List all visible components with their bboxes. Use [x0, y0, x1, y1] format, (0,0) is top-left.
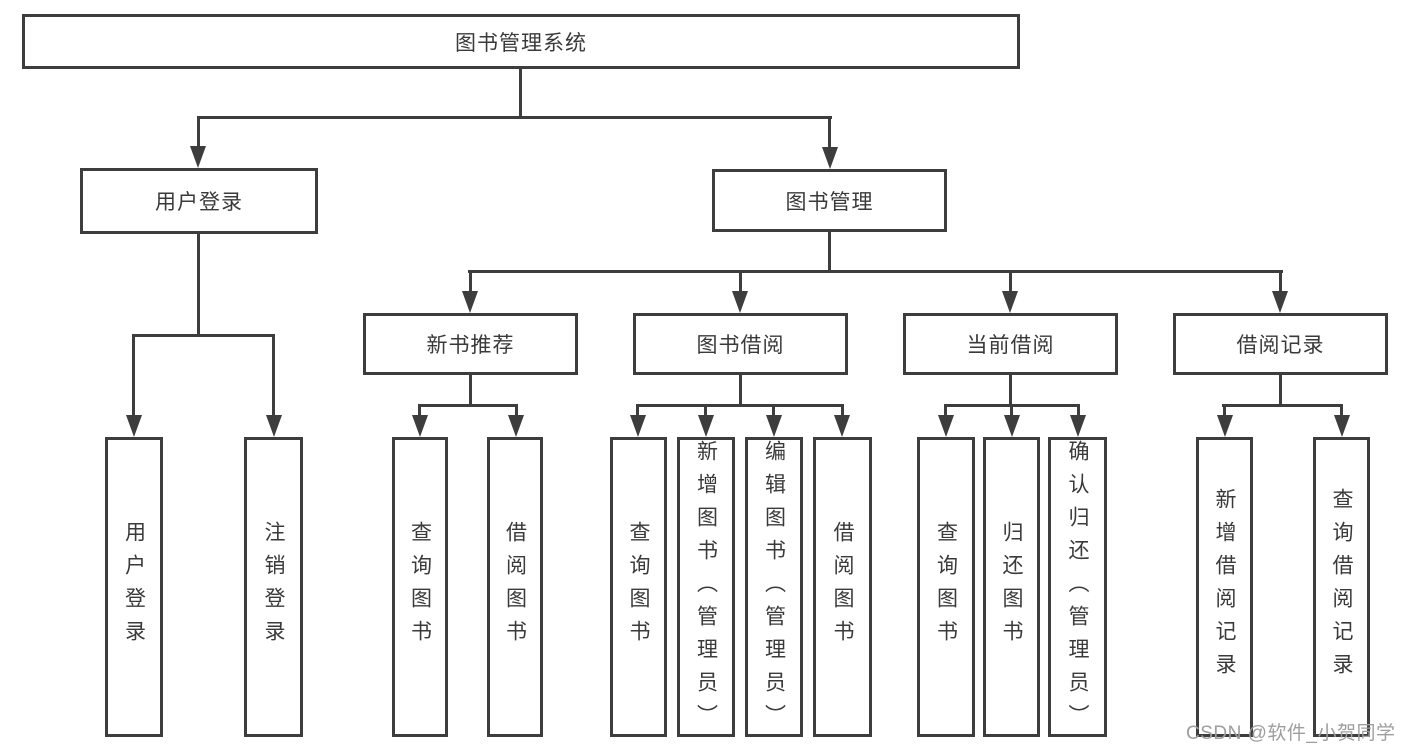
arrow-down-icon	[938, 415, 954, 437]
connector-line	[841, 404, 844, 417]
connector-line	[704, 404, 707, 417]
connector-line	[469, 270, 472, 292]
connector-line	[515, 404, 518, 417]
leaf-edit-book-admin-label: 编辑图书（管理员）	[762, 440, 786, 737]
leaf-borrow-books-recommend: 借阅图书	[487, 437, 543, 737]
arrow-down-icon	[126, 415, 142, 437]
connector-line	[1010, 404, 1013, 417]
connector-line	[636, 404, 639, 417]
connector-line	[1223, 404, 1226, 417]
connector-line	[1279, 270, 1282, 292]
leaf-add-borrow-record-label: 新增借阅记录	[1213, 488, 1236, 686]
arrow-down-icon	[1217, 415, 1233, 437]
connector-line	[132, 334, 275, 337]
connector-line	[944, 404, 947, 417]
connector-line	[469, 374, 472, 406]
connector-line	[1222, 404, 1342, 407]
arrow-down-icon	[266, 415, 282, 437]
leaf-return-books: 归还图书	[983, 437, 1040, 737]
node-book-borrow: 图书借阅	[633, 313, 848, 375]
leaf-query-books-current: 查询图书	[917, 437, 975, 737]
leaf-add-borrow-record: 新增借阅记录	[1196, 437, 1253, 737]
arrow-down-icon	[1070, 415, 1086, 437]
connector-line	[828, 116, 831, 149]
connector-line	[1279, 374, 1282, 406]
node-current-borrow-label: 当前借阅	[966, 334, 1055, 357]
arrow-down-icon	[1002, 291, 1018, 313]
leaf-user-login-label: 用户登录	[122, 521, 146, 653]
node-current-borrow: 当前借阅	[903, 313, 1118, 375]
arrow-down-icon	[1334, 415, 1350, 437]
connector-line	[272, 334, 275, 416]
connector-line	[828, 231, 831, 272]
node-root-label: 图书管理系统	[455, 31, 587, 55]
connector-line	[1009, 270, 1012, 292]
arrow-down-icon	[190, 146, 206, 168]
leaf-query-books-recommend-label: 查询图书	[408, 521, 432, 653]
connector-line	[772, 404, 775, 417]
leaf-add-book-admin-label: 新增图书（管理员）	[694, 440, 718, 737]
leaf-query-books-current-label: 查询图书	[934, 521, 958, 653]
leaf-query-books-borrow-label: 查询图书	[627, 521, 650, 653]
connector-line	[197, 233, 200, 336]
connector-line	[739, 374, 742, 406]
arrow-down-icon	[766, 415, 782, 437]
leaf-return-books-label: 归还图书	[1000, 521, 1023, 653]
leaf-query-books-borrow: 查询图书	[610, 437, 667, 737]
connector-line	[197, 116, 832, 119]
connector-line	[1009, 374, 1012, 406]
connector-line	[1340, 404, 1343, 417]
connector-line	[636, 404, 844, 407]
node-root-library-system: 图书管理系统	[22, 14, 1020, 69]
arrow-down-icon	[698, 415, 714, 437]
connector-line	[739, 270, 742, 292]
arrow-down-icon	[412, 415, 428, 437]
leaf-confirm-return-admin-label: 确认归还（管理员）	[1066, 440, 1089, 737]
leaf-add-book-admin: 新增图书（管理员）	[677, 437, 735, 737]
arrow-down-icon	[834, 415, 850, 437]
arrow-down-icon	[1004, 415, 1020, 437]
node-new-book-recommend-label: 新书推荐	[426, 334, 515, 357]
leaf-confirm-return-admin: 确认归还（管理员）	[1048, 437, 1107, 737]
node-new-book-recommend: 新书推荐	[363, 313, 578, 375]
csdn-watermark: CSDN @软件_小贺同学	[1186, 723, 1396, 744]
connector-line	[1077, 404, 1080, 417]
arrow-down-icon	[1272, 291, 1288, 313]
leaf-query-borrow-record: 查询借阅记录	[1313, 437, 1370, 737]
leaf-edit-book-admin: 编辑图书（管理员）	[745, 437, 803, 737]
connector-line	[197, 116, 200, 148]
connector-line	[519, 68, 522, 118]
leaf-borrow-books-recommend-label: 借阅图书	[503, 521, 527, 653]
arrow-down-icon	[630, 415, 646, 437]
leaf-user-login: 用户登录	[105, 437, 163, 737]
leaf-borrow-books: 借阅图书	[813, 437, 872, 737]
connector-line	[132, 334, 135, 416]
connector-line	[418, 404, 421, 417]
connector-line	[418, 404, 518, 407]
leaf-query-borrow-record-label: 查询借阅记录	[1330, 488, 1353, 686]
arrow-down-icon	[732, 291, 748, 313]
node-borrow-records: 借阅记录	[1173, 313, 1388, 375]
leaf-query-books-recommend: 查询图书	[392, 437, 448, 737]
node-user-login: 用户登录	[80, 168, 318, 234]
arrow-down-icon	[508, 415, 524, 437]
leaf-logout-label: 注销登录	[262, 521, 285, 653]
connector-line	[468, 270, 1283, 273]
leaf-borrow-books-label: 借阅图书	[831, 521, 854, 653]
node-book-management-label: 图书管理	[785, 190, 874, 214]
node-user-login-label: 用户登录	[155, 191, 243, 214]
node-book-borrow-label: 图书借阅	[696, 334, 785, 357]
node-book-management: 图书管理	[712, 169, 947, 232]
leaf-logout: 注销登录	[244, 437, 303, 737]
arrow-down-icon	[462, 291, 478, 313]
arrow-down-icon	[822, 147, 838, 169]
node-borrow-records-label: 借阅记录	[1236, 334, 1325, 357]
